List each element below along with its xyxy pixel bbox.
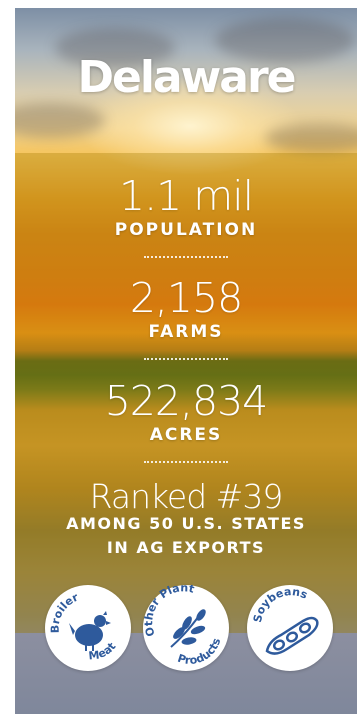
acres-value: 522,834 bbox=[104, 377, 269, 425]
broiler-word: Broiler bbox=[49, 590, 81, 633]
ranking-subtitle-line1: AMONG 50 U.S. STATES bbox=[66, 514, 306, 533]
commodity-badge-other-plant-products: Other Plant Products bbox=[143, 585, 229, 671]
dotted-divider bbox=[144, 256, 228, 258]
population-value: 1.1 mil bbox=[119, 172, 254, 220]
state-title: Delaware bbox=[77, 52, 296, 103]
acres-label: ACRES bbox=[149, 425, 223, 445]
farms-value: 2,158 bbox=[129, 274, 243, 322]
population-label: POPULATION bbox=[114, 220, 258, 240]
commodity-badge-soybeans: Soybeans bbox=[247, 585, 333, 671]
cloud-shape bbox=[215, 18, 355, 63]
cloud-shape bbox=[15, 103, 105, 138]
state-infographic-card: Delaware 1.1 mil POPULATION 2,158 FARMS … bbox=[15, 8, 357, 714]
chicken-icon bbox=[69, 611, 111, 651]
dotted-divider bbox=[144, 461, 228, 463]
soybeans-word: Soybeans bbox=[251, 585, 310, 624]
plant-badge-graphic: Other Plant Products bbox=[143, 585, 223, 667]
stats-overlay-panel bbox=[15, 153, 357, 633]
ranking-subtitle-line2: IN AG EXPORTS bbox=[106, 538, 266, 557]
commodity-badge-broiler-meat: Broiler Meat bbox=[45, 585, 131, 671]
cloud-shape bbox=[265, 123, 357, 153]
farms-label: FARMS bbox=[148, 322, 224, 342]
soybean-badge-graphic: Soybeans bbox=[251, 585, 319, 655]
ranking-headline: Ranked #39 bbox=[89, 477, 284, 516]
dotted-divider bbox=[144, 358, 228, 360]
broiler-badge-graphic: Broiler Meat bbox=[49, 590, 119, 662]
soybean-pod-icon bbox=[265, 616, 319, 655]
cloud-shape bbox=[55, 28, 175, 68]
plant-sprig-icon bbox=[170, 609, 206, 648]
